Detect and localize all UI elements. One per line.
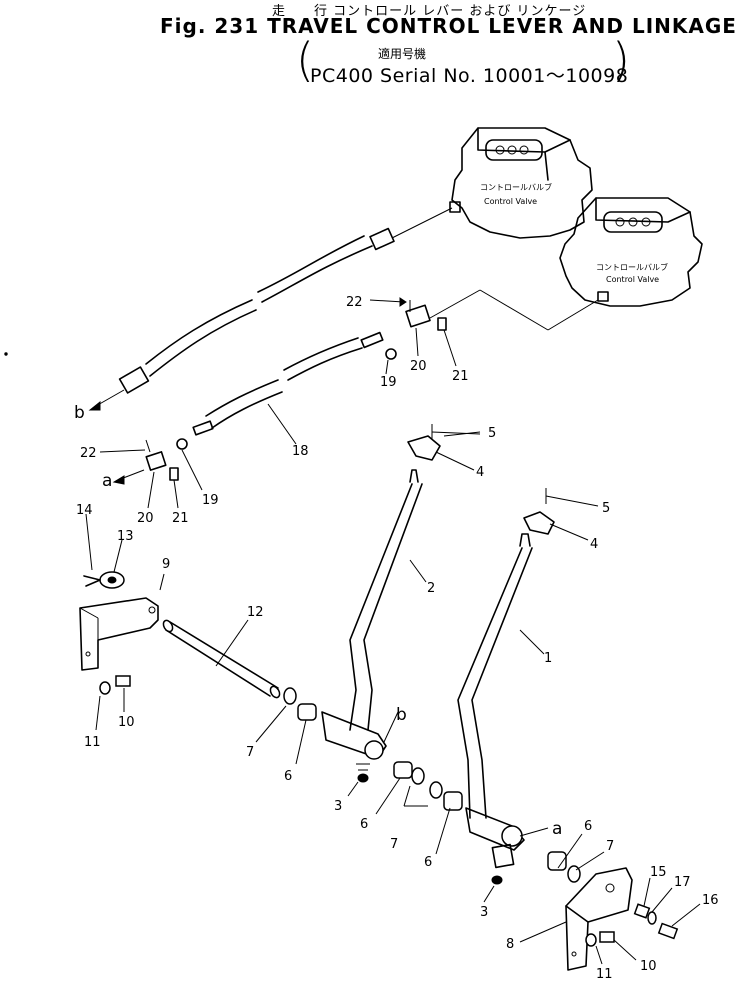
scan-speck: [4, 352, 8, 356]
callout-6-left: 6: [284, 769, 292, 784]
callout-3-left: 3: [334, 799, 342, 814]
control-valve-lower: コントロールバルブ Control Valve: [559, 197, 703, 307]
clevis-assembly-upper: [369, 297, 447, 360]
figure-title: Fig. 231 TRAVEL CONTROL LEVER AND LINKAG…: [160, 14, 737, 38]
bracket-right: [565, 867, 633, 971]
callout-4-lower: 4: [590, 537, 598, 552]
lever-knob-1: [523, 488, 599, 535]
callout-10-left: 10: [118, 715, 135, 730]
callout-19-upper: 19: [380, 375, 397, 390]
callout-7-left: 7: [246, 745, 254, 760]
callout-6-right: 6: [424, 855, 432, 870]
reference-b-right: b: [396, 705, 407, 725]
reference-a-right: a: [552, 819, 562, 839]
callout-11-left: 11: [84, 735, 101, 750]
callout-7-bracket: 7: [606, 839, 614, 854]
title-japanese: 走 行 コントロール レバー および リンケージ: [272, 4, 587, 19]
bolt-washer-left: [95, 675, 131, 731]
callout-22-left: 22: [80, 446, 97, 461]
callout-16: 16: [702, 893, 719, 908]
callout-6-middle: 6: [360, 817, 368, 832]
leader-lines: [147, 327, 701, 965]
travel-lever-2: [321, 469, 423, 760]
callout-21-upper: 21: [452, 369, 469, 384]
callout-1: 1: [544, 651, 552, 666]
upper-control-cable: [88, 207, 453, 411]
callout-11-right: 11: [596, 967, 613, 982]
callout-8: 8: [506, 937, 514, 952]
callout-14: 14: [76, 503, 93, 518]
callout-20-upper: 20: [410, 359, 427, 374]
callout-15: 15: [650, 865, 667, 880]
callout-21-left: 21: [172, 511, 189, 526]
callout-3-right: 3: [480, 905, 488, 920]
clevis-assembly-left: [99, 438, 188, 485]
lever-knob-2: [407, 424, 481, 461]
callout-6-bracket: 6: [584, 819, 592, 834]
serial-number-range: PC400 Serial No. 10001～10098: [310, 65, 629, 87]
callout-22-upper: 22: [346, 295, 363, 310]
callout-2: 2: [427, 581, 435, 596]
callout-17: 17: [674, 875, 691, 890]
bolt-set-right: [585, 903, 679, 947]
callout-5-lower: 5: [602, 501, 610, 516]
callout-9: 9: [162, 557, 170, 572]
callout-7-middle: 7: [390, 837, 398, 852]
travel-lever-1: [457, 533, 549, 869]
bracket-left: [79, 597, 159, 671]
valve-upper-label-en: Control Valve: [484, 197, 537, 206]
control-valve-upper: コントロールバルブ Control Valve: [449, 127, 593, 239]
serial-label-japanese: 適用号機: [378, 47, 427, 61]
callout-19-left: 19: [202, 493, 219, 508]
right-bracket: ): [612, 33, 630, 87]
callout-10-right: 10: [640, 959, 657, 974]
reference-b-left: b: [74, 403, 85, 423]
grease-fittings: [356, 763, 503, 885]
callout-12: 12: [247, 605, 264, 620]
bushings-and-seals: [283, 687, 581, 883]
cross-shaft: [162, 619, 281, 699]
part-callouts: 5 4 5 4 2 1 12 18 19 20 21 22 22 20 19 2…: [74, 295, 719, 982]
washer-and-pin: [83, 513, 125, 589]
valve-lower-label-en: Control Valve: [606, 275, 659, 284]
callout-5-upper: 5: [488, 426, 496, 441]
reference-a-left: a: [102, 471, 112, 491]
lower-control-cable: [192, 289, 599, 436]
left-bracket: (: [296, 33, 314, 87]
callout-20-left: 20: [137, 511, 154, 526]
callout-4-upper: 4: [476, 465, 484, 480]
exploded-parts-diagram: コントロールバルブ Control Valve コントロールバルブ Contro…: [4, 127, 719, 982]
valve-upper-label-jp: コントロールバルブ: [480, 182, 552, 192]
callout-13: 13: [117, 529, 134, 544]
callout-18: 18: [292, 444, 309, 459]
valve-lower-label-jp: コントロールバルブ: [596, 262, 668, 272]
